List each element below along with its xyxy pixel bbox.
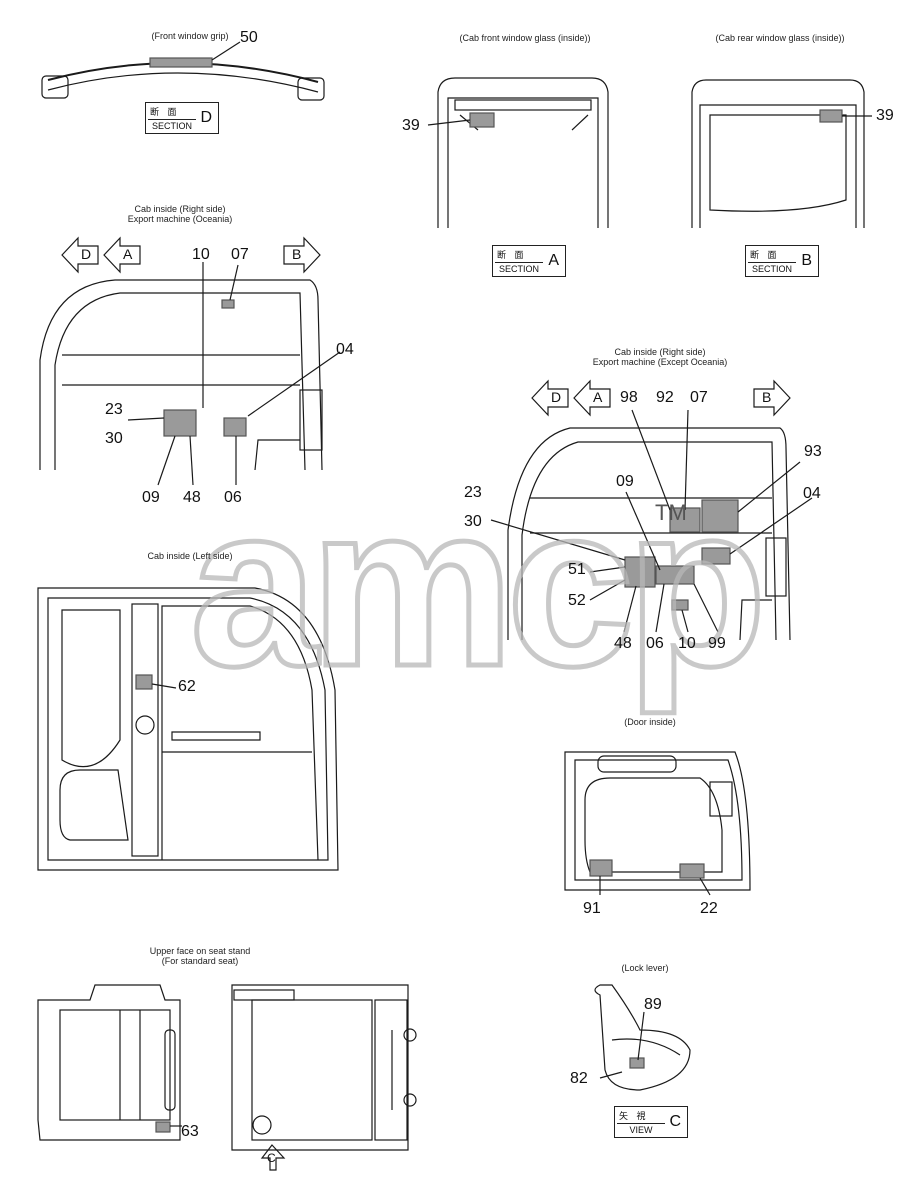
callout-48-except: 48 <box>614 635 632 652</box>
arrow-a-letter-oceania: A <box>123 246 133 262</box>
caption-cab-front-glass: (Cab front window glass (inside)) <box>459 33 591 43</box>
callout-23-except: 23 <box>464 484 482 501</box>
caption-cab-right-oceania-1: Cab inside (Right side) <box>134 204 226 214</box>
callout-51: 51 <box>568 561 586 578</box>
watermark-tm: TM <box>655 500 687 525</box>
label-39-rear <box>819 109 843 123</box>
label-07-oceania <box>221 299 235 309</box>
view-c-word: VIEW <box>617 1123 665 1135</box>
arrow-d-letter-oceania: D <box>81 246 92 262</box>
label-09-48-oceania <box>163 409 197 437</box>
callout-93: 93 <box>804 443 822 460</box>
cab-right-oceania-drawing <box>39 279 323 471</box>
callout-99: 99 <box>708 635 726 652</box>
callout-30-oceania: 30 <box>105 430 123 447</box>
label-51-52 <box>624 556 656 588</box>
callout-10-except: 10 <box>678 635 696 652</box>
callout-50: 50 <box>240 29 258 46</box>
label-09-06-except <box>655 565 695 585</box>
label-06-oceania <box>223 417 247 437</box>
view-c-letter: C <box>669 1113 681 1130</box>
section-b-letter: B <box>801 252 812 269</box>
callout-09-oceania: 09 <box>142 489 160 506</box>
cab-left-drawing <box>37 587 339 871</box>
caption-cab-rear-glass: (Cab rear window glass (inside)) <box>715 33 845 43</box>
view-c-box: 矢 視 VIEW C <box>614 1106 688 1138</box>
caption-cab-right-oceania-2: Export machine (Oceania) <box>127 214 233 224</box>
callout-04-except: 04 <box>803 485 821 502</box>
label-50-sticker <box>149 57 213 68</box>
section-b-box: 断 面 SECTION B <box>745 245 819 277</box>
front-window-grip-drawing <box>41 62 325 101</box>
callout-39-rear: 39 <box>876 107 894 124</box>
callout-92: 92 <box>656 389 674 406</box>
caption-cab-right-except-1: Cab inside (Right side) <box>614 347 706 357</box>
arrow-c-seat <box>260 1144 286 1171</box>
section-a-box: 断 面 SECTION A <box>492 245 566 277</box>
section-d-letter: D <box>200 109 212 126</box>
section-d-word: SECTION <box>148 119 196 131</box>
label-93 <box>701 499 739 533</box>
cab-rear-glass-drawing <box>691 79 865 228</box>
caption-cab-right-except-2: Export machine (Except Oceania) <box>592 357 728 367</box>
seat-stand-left-drawing <box>37 984 181 1141</box>
view-c-jp: 矢 視 <box>619 1111 649 1121</box>
callout-91: 91 <box>583 900 601 917</box>
section-a-jp: 断 面 <box>497 250 527 260</box>
section-b-jp: 断 面 <box>750 250 780 260</box>
callout-07-except: 07 <box>690 389 708 406</box>
cab-right-except-drawing <box>507 427 791 641</box>
caption-door-inside: (Door inside) <box>624 717 676 727</box>
callout-63: 63 <box>181 1123 199 1140</box>
leader-50 <box>211 41 241 61</box>
callout-82: 82 <box>570 1070 588 1087</box>
arrows-oceania <box>61 236 321 274</box>
label-91 <box>589 859 613 877</box>
caption-lock-lever: (Lock lever) <box>621 963 669 973</box>
label-62 <box>135 674 153 690</box>
callout-89: 89 <box>644 996 662 1013</box>
callout-48-oceania: 48 <box>183 489 201 506</box>
section-d-box: 断 面 SECTION D <box>145 102 219 134</box>
arrow-a-letter-except: A <box>593 389 603 405</box>
caption-cab-left: Cab inside (Left side) <box>147 551 233 561</box>
callout-06-oceania: 06 <box>224 489 242 506</box>
caption-front-window-grip: (Front window grip) <box>151 31 229 41</box>
callout-30-except: 30 <box>464 513 482 530</box>
label-39-front <box>469 112 495 128</box>
arrow-b-letter-oceania: B <box>292 246 302 262</box>
section-a-word: SECTION <box>495 262 543 274</box>
callout-07-oceania: 07 <box>231 246 249 263</box>
section-d-jp: 断 面 <box>150 107 180 117</box>
seat-stand-right-drawing <box>231 984 417 1151</box>
callout-39-front: 39 <box>402 117 420 134</box>
watermark-logo: amcp <box>190 457 759 714</box>
arrow-c-letter: C <box>267 1151 276 1165</box>
caption-seat-stand-2: (For standard seat) <box>161 956 239 966</box>
arrow-d-letter-except: D <box>551 389 562 405</box>
callout-98: 98 <box>620 389 638 406</box>
arrows-except <box>531 379 791 417</box>
caption-seat-stand-1: Upper face on seat stand <box>149 946 251 956</box>
label-22 <box>679 863 705 879</box>
callout-09-except: 09 <box>616 473 634 490</box>
callout-22: 22 <box>700 900 718 917</box>
label-10-except <box>671 599 689 611</box>
callout-04-oceania: 04 <box>336 341 354 358</box>
lock-lever-drawing <box>594 984 691 1091</box>
label-63 <box>155 1121 171 1133</box>
callout-23-oceania: 23 <box>105 401 123 418</box>
callout-52: 52 <box>568 592 586 609</box>
door-inside-drawing <box>564 751 751 891</box>
cab-front-glass-drawing <box>437 77 609 228</box>
arrow-b-letter-except: B <box>762 389 772 405</box>
callout-62: 62 <box>178 678 196 695</box>
section-b-word: SECTION <box>748 262 796 274</box>
label-04-except <box>701 547 731 565</box>
callout-10-oceania: 10 <box>192 246 210 263</box>
label-89 <box>629 1057 645 1069</box>
callout-06-except: 06 <box>646 635 664 652</box>
section-a-letter: A <box>548 252 559 269</box>
